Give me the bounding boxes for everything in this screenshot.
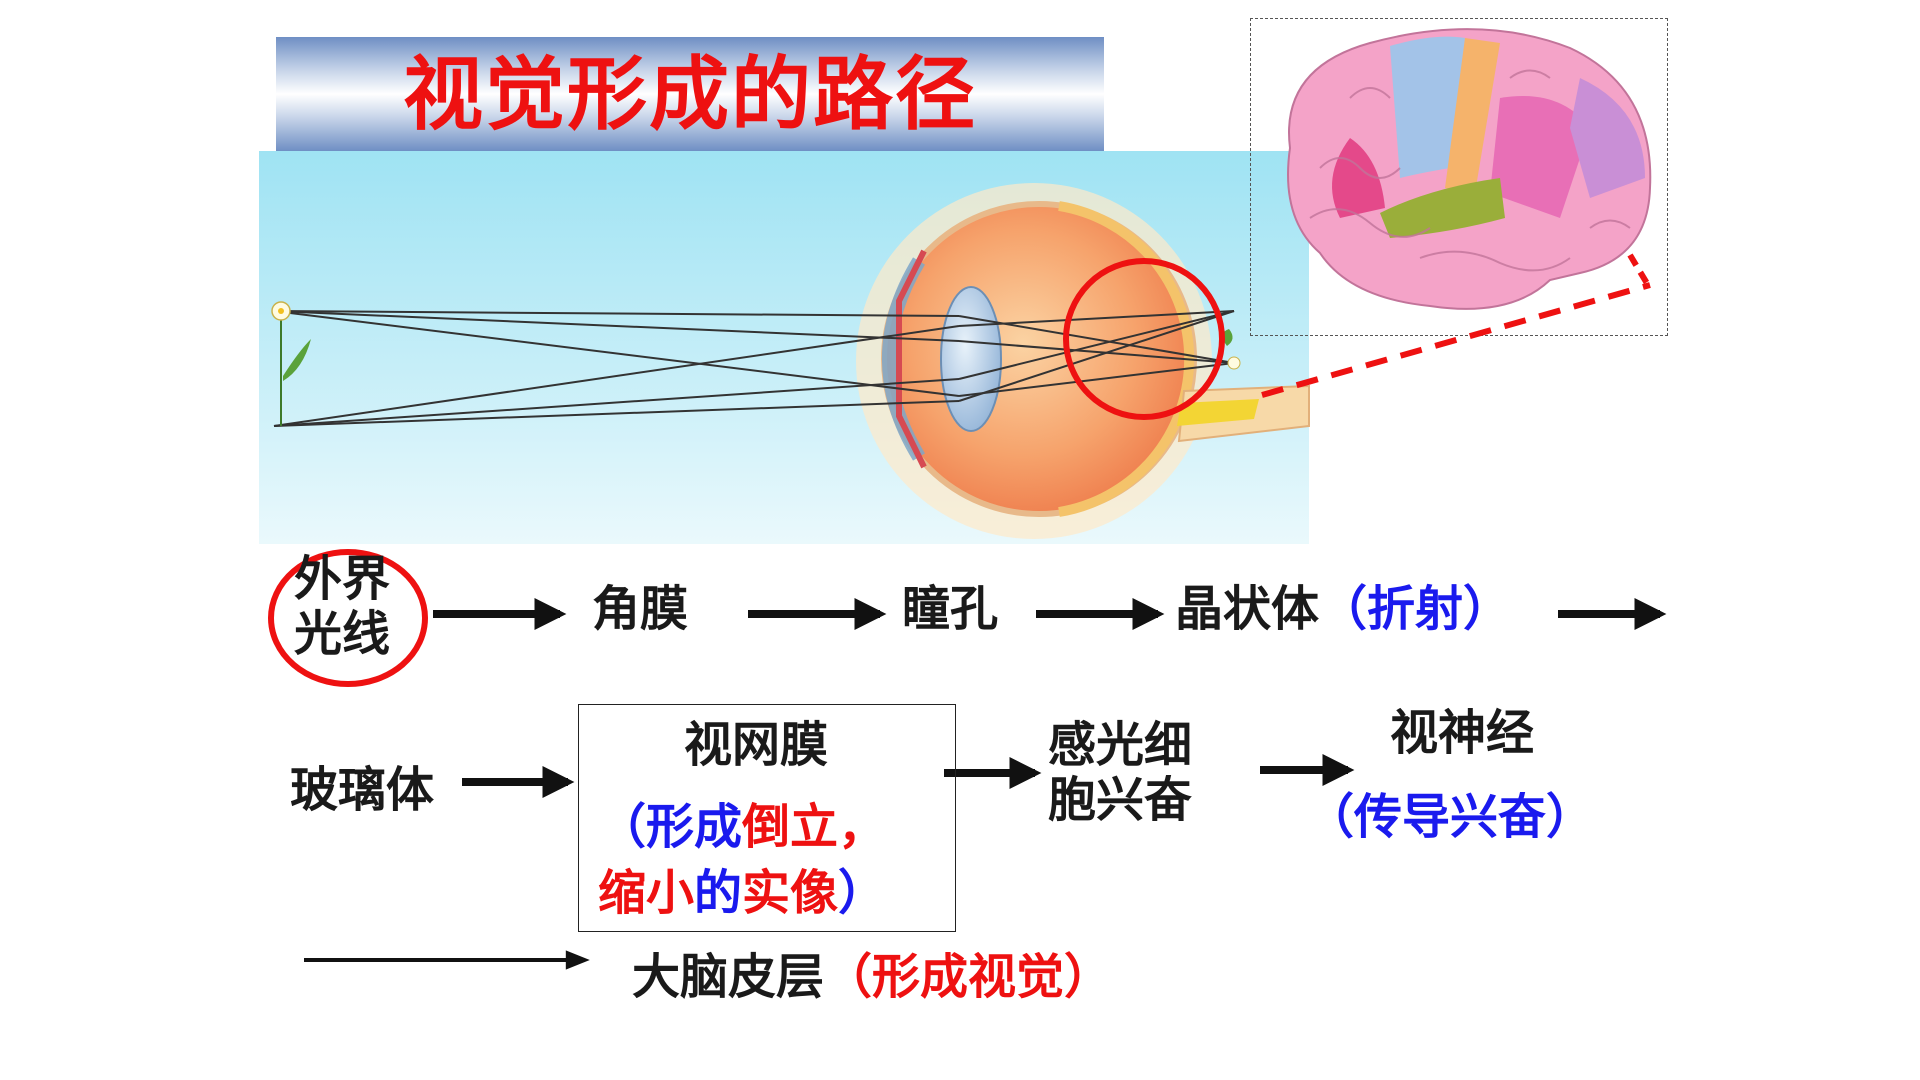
retina-note-part2: 倒立，	[742, 799, 886, 855]
step-photoreceptor-line1: 感光细	[1048, 718, 1192, 773]
retina-note-part5: 实像	[742, 865, 838, 921]
step-vitreous: 玻璃体	[290, 763, 434, 818]
retina-note-part1: （形成	[598, 799, 742, 855]
step-retina-note-line1: （形成倒立，	[598, 800, 886, 855]
step-pupil: 瞳孔	[902, 582, 998, 637]
step-photoreceptor-line2: 胞兴奋	[1048, 773, 1192, 828]
step-outside-light-line1: 外界	[294, 552, 390, 607]
step-cerebral-cortex-note: （形成视觉）	[824, 949, 1112, 1005]
step-lens-label: 晶状体	[1175, 581, 1319, 637]
step-retina: 视网膜	[684, 718, 828, 773]
step-photoreceptor: 感光细 胞兴奋	[1048, 718, 1192, 828]
step-cornea: 角膜	[592, 582, 688, 637]
retina-note-part3: 缩小	[598, 865, 694, 921]
retina-note-part6: ）	[838, 865, 886, 921]
step-optic-nerve: 视神经	[1390, 706, 1534, 761]
step-cerebral-cortex-label: 大脑皮层	[632, 949, 824, 1005]
step-lens-note: （折射）	[1319, 581, 1511, 637]
step-lens: 晶状体（折射）	[1175, 582, 1511, 637]
step-cerebral-cortex: 大脑皮层（形成视觉）	[632, 950, 1112, 1005]
retina-note-part4: 的	[694, 865, 742, 921]
step-retina-note-line2: 缩小的实像）	[598, 866, 886, 921]
step-optic-nerve-note: （传导兴奋）	[1306, 790, 1594, 845]
step-outside-light-line2: 光线	[294, 607, 390, 662]
step-outside-light: 外界 光线	[294, 552, 390, 662]
